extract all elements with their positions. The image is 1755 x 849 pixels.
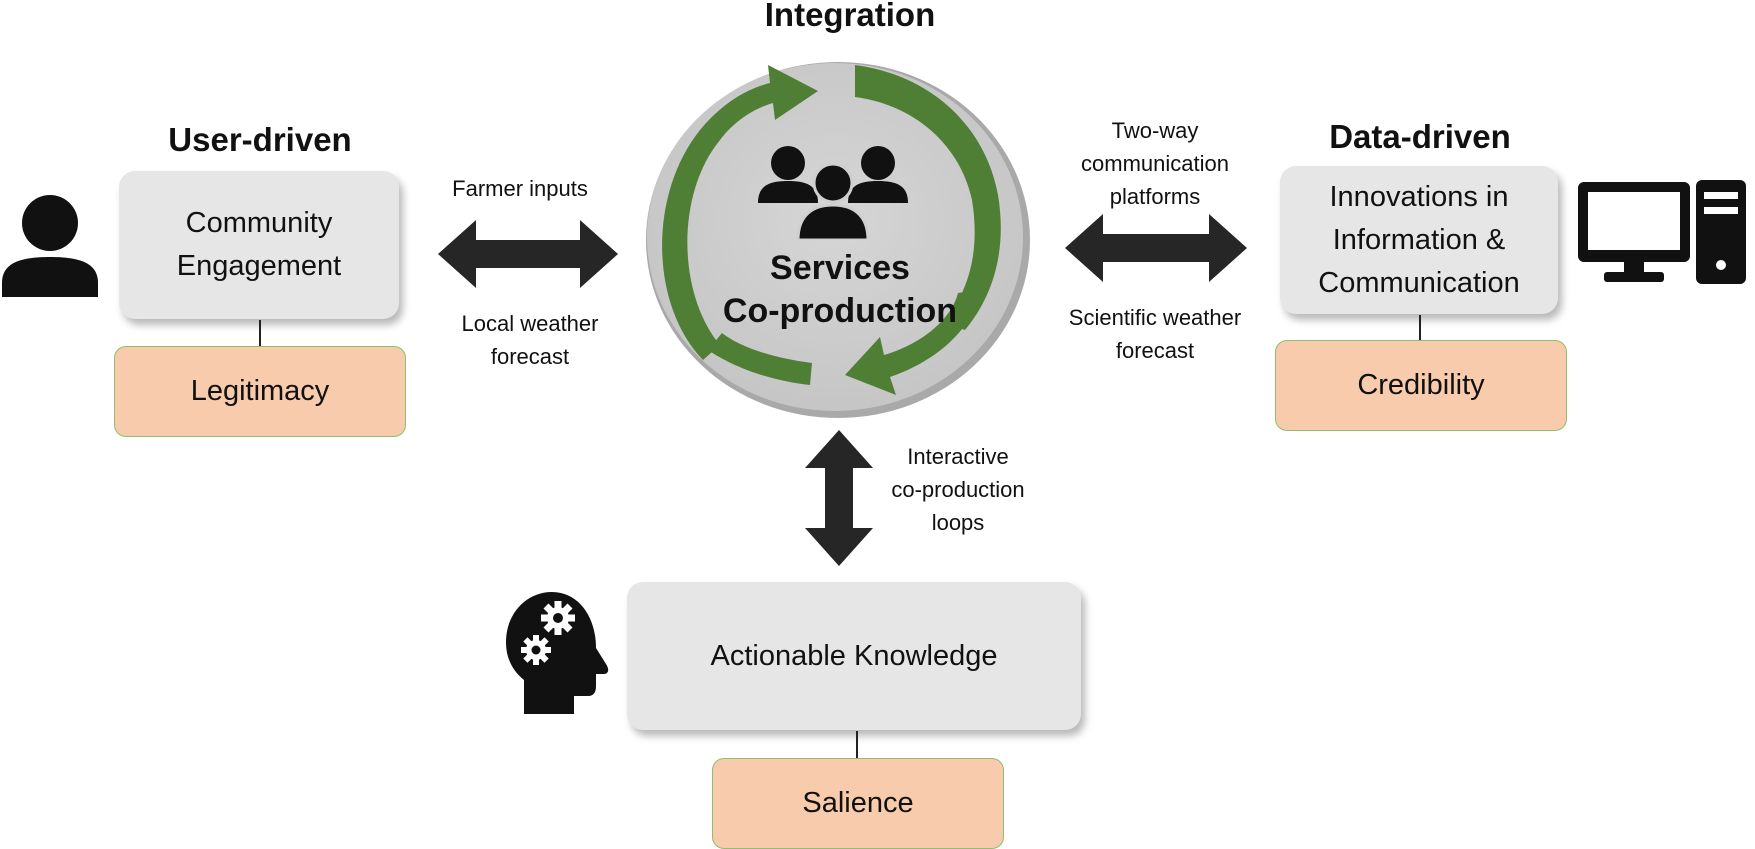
innovations-line3: Communication	[1318, 266, 1520, 299]
actionable-knowledge-box: Actionable Knowledge	[627, 582, 1081, 730]
integration-title: Integration	[764, 0, 936, 33]
local-weather-forecast-label: Local weather forecast	[461, 311, 599, 369]
connector-line	[259, 320, 261, 346]
two-way-communication-label: Two-way communication platforms	[1081, 118, 1229, 209]
group-icon	[758, 146, 908, 240]
innovations-line2: Information &	[1332, 223, 1506, 256]
cycle-arrow-icon	[662, 65, 1001, 395]
data-driven-title: Data-driven	[1329, 118, 1511, 155]
credibility-box: Credibility	[1275, 340, 1567, 431]
services-coproduction-circle	[646, 62, 1030, 418]
double-arrow-icon	[805, 430, 873, 566]
double-arrow-icon	[1065, 214, 1247, 282]
legitimacy-box: Legitimacy	[114, 346, 406, 437]
double-arrow-icon	[438, 220, 618, 288]
center-label-line1: Services	[770, 249, 910, 287]
user-icon	[2, 195, 98, 297]
services-coproduction-label: Services Co-production	[690, 247, 990, 333]
computer-icon	[1578, 180, 1746, 284]
salience-box: Salience	[712, 758, 1004, 849]
user-driven-title: User-driven	[168, 121, 352, 158]
community-engagement-line1: Community	[185, 207, 333, 239]
scientific-weather-forecast-label: Scientific weather forecast	[1068, 305, 1242, 363]
innovations-box: Innovations in Information & Communicati…	[1280, 166, 1558, 314]
community-engagement-line2: Engagement	[176, 250, 342, 282]
interactive-coproduction-label: Interactive co-production loops	[891, 444, 1025, 535]
farmer-inputs-label: Farmer inputs	[452, 176, 588, 201]
head-gears-icon	[506, 592, 609, 714]
connector-line	[856, 731, 858, 758]
community-engagement-box: Community Engagement	[119, 171, 399, 319]
center-label-line2: Co-production	[722, 292, 958, 330]
connector-line	[1419, 315, 1421, 340]
innovations-line1: Innovations in	[1329, 180, 1509, 213]
